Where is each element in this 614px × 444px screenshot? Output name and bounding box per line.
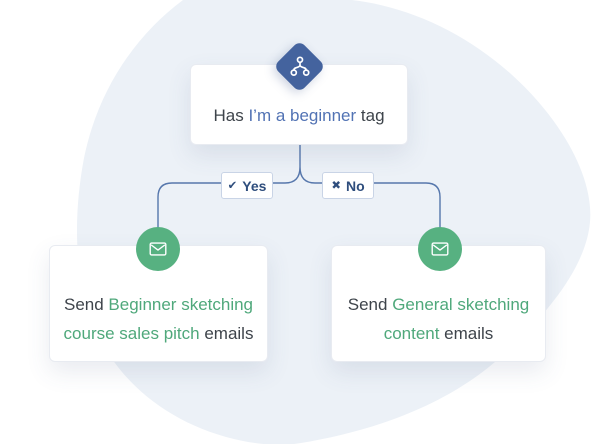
action-yes-text: Send Beginner sketching course sales pit… <box>60 290 257 348</box>
no-branch-badge: ✖ No <box>322 172 374 199</box>
x-icon: ✖ <box>331 177 341 192</box>
action-no-email-name: General sketching content <box>383 294 530 343</box>
action-yes-prefix: Send <box>63 294 109 314</box>
action-no-suffix: emails <box>439 323 494 343</box>
action-no-prefix: Send <box>347 294 393 314</box>
action-no-text: Send General sketching content emails <box>342 290 535 348</box>
action-card-no: Send General sketching content emails <box>331 245 546 362</box>
action-yes-suffix: emails <box>199 323 254 343</box>
condition-text-prefix: Has <box>213 106 249 125</box>
condition-tag-name: I’m a beginner <box>248 106 357 125</box>
check-icon: ✔ <box>227 177 238 192</box>
condition-text-suffix: tag <box>356 106 385 125</box>
action-yes-email-name: Beginner sketching course sales pitch <box>63 294 254 343</box>
condition-text: Has I’m a beginner tag <box>213 101 384 130</box>
yes-branch-badge: ✔ Yes <box>221 172 273 199</box>
branch-icon <box>290 56 310 76</box>
envelope-icon <box>149 242 167 256</box>
condition-card: Has I’m a beginner tag <box>190 64 408 145</box>
email-action-badge-no <box>418 227 462 271</box>
email-action-badge-yes <box>136 227 180 271</box>
no-branch-label: No <box>345 177 365 194</box>
yes-branch-label: Yes <box>242 177 267 194</box>
envelope-icon <box>431 242 449 256</box>
